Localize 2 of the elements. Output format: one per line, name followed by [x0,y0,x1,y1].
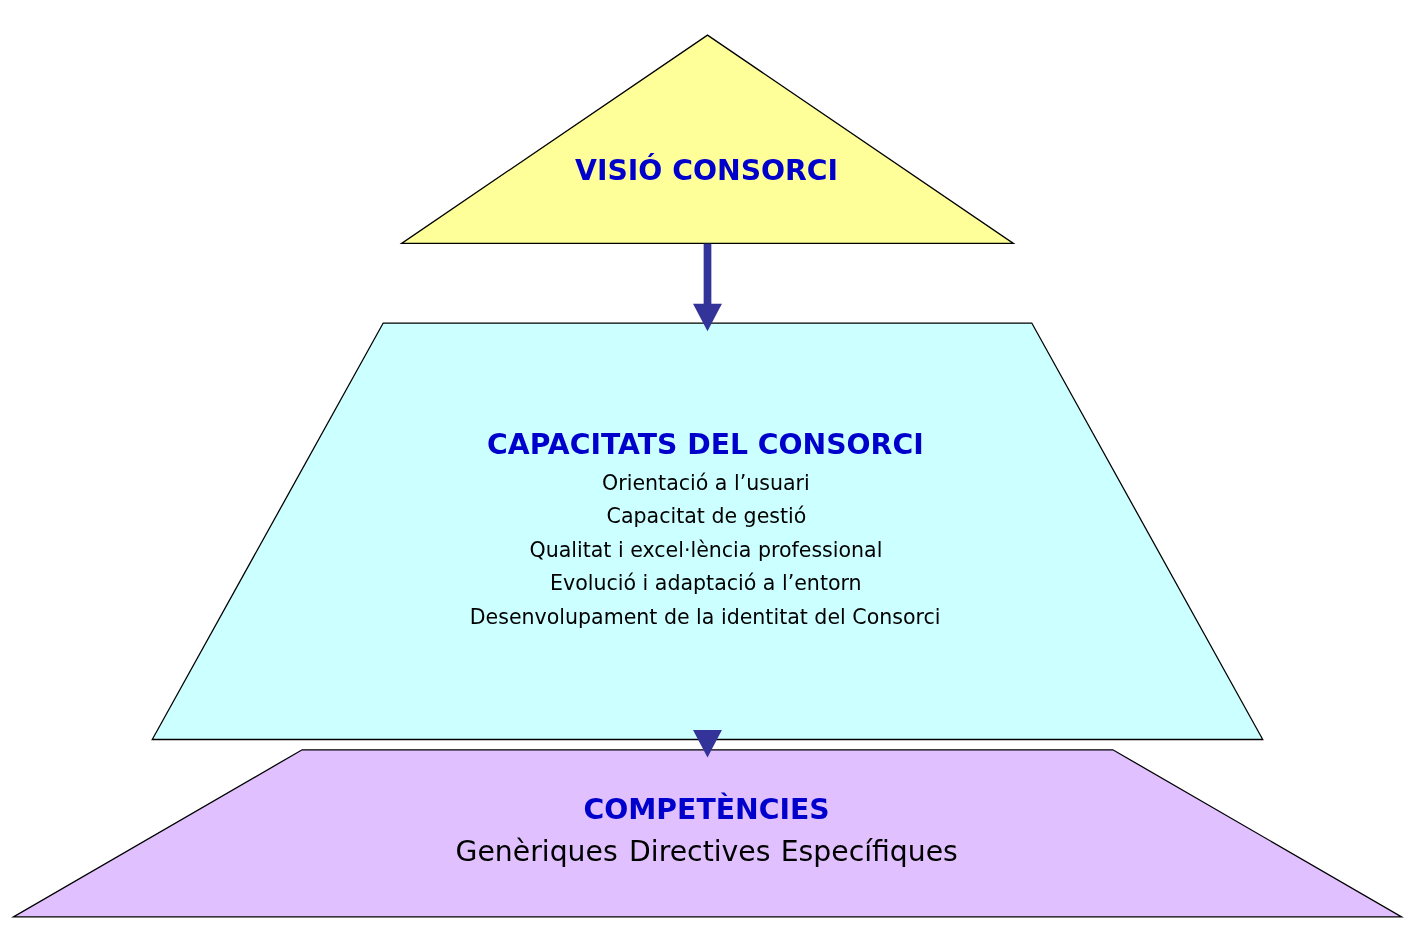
arrow [693,729,722,758]
arrow [693,243,722,331]
